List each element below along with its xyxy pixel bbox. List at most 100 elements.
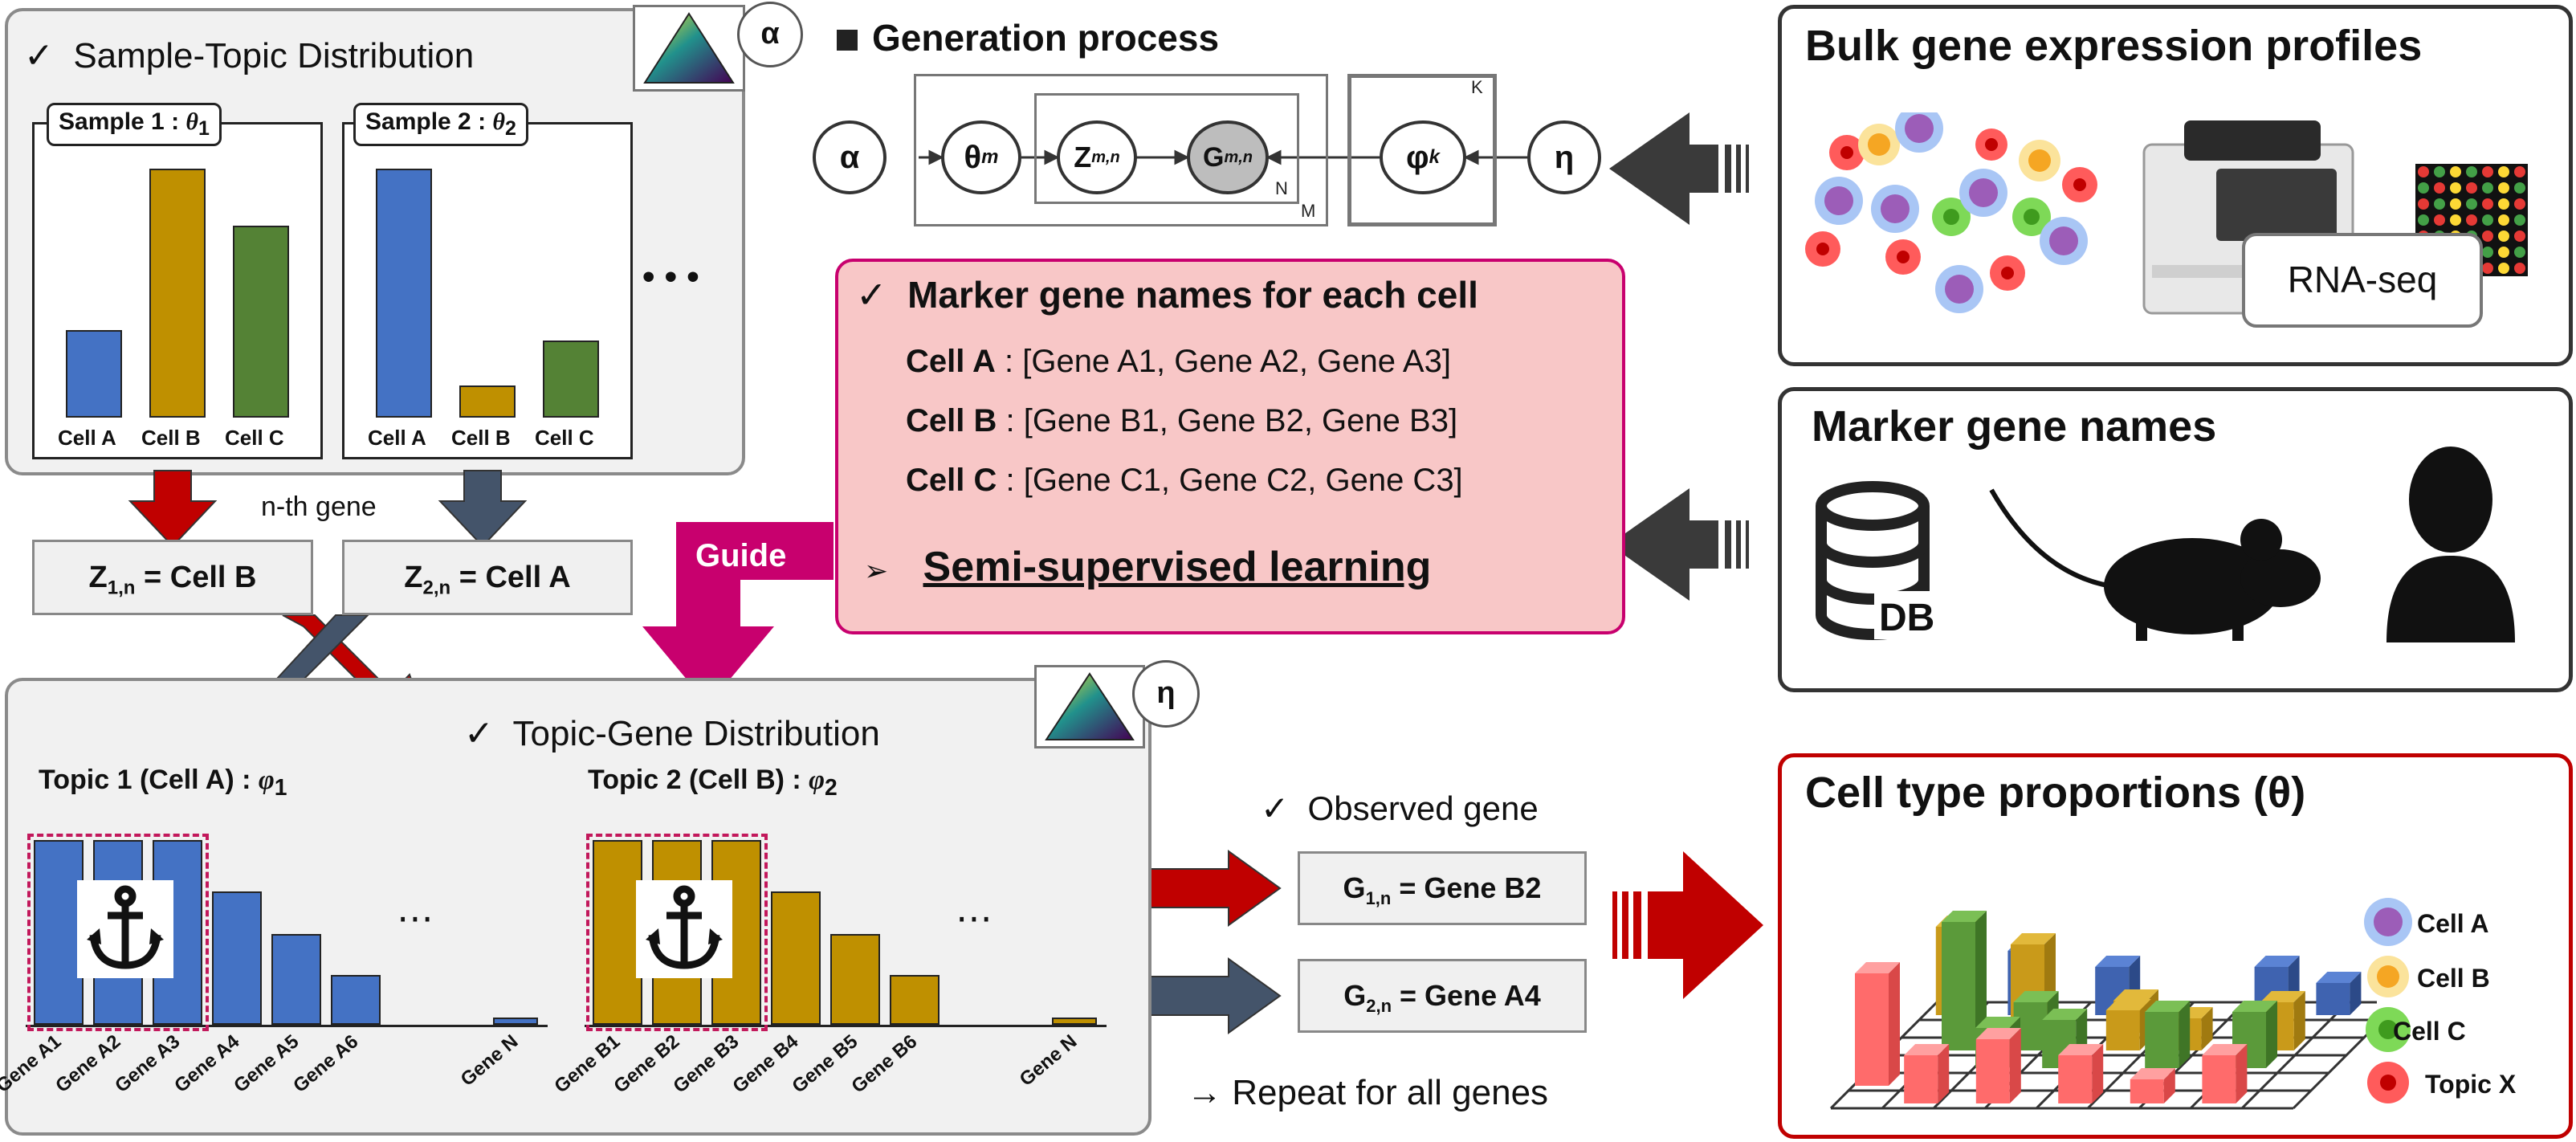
marker-gene-box xyxy=(835,259,1625,634)
sample-1-category-label: Cell C xyxy=(225,426,284,450)
legend-cell-a: Cell A xyxy=(2417,909,2489,938)
db-label: DB xyxy=(1879,597,1935,639)
proportion-bar xyxy=(1975,1028,2021,1103)
topic-gene-title: ✓ Topic-Gene Distribution xyxy=(464,714,880,753)
legend-cell-c-icon xyxy=(2366,1007,2411,1052)
proportions-title: Cell type proportions (θ) xyxy=(1805,769,2306,817)
proportion-bar xyxy=(2316,972,2362,1015)
plate-k-label: K xyxy=(1471,77,1483,97)
z2-assignment-box: Z2,n = Cell A xyxy=(342,540,633,615)
z1-assignment-box: Z1,n = Cell B xyxy=(32,540,313,615)
legend-cell-a-icon xyxy=(2364,898,2412,946)
plate-m-label: M xyxy=(1301,201,1316,221)
generation-edges xyxy=(919,149,1527,165)
navy-down-arrow-z2 xyxy=(438,470,528,548)
person-silhouette-icon xyxy=(2386,447,2515,642)
rnaseq-label: RNA-seq xyxy=(2242,233,2483,328)
topic-1-label: Topic 1 (Cell A) : φ1 xyxy=(39,765,287,801)
proportion-bar xyxy=(1855,962,1900,1086)
topic-1-bar-gene-a6 xyxy=(331,975,381,1025)
topic-2-bar-gene-b5 xyxy=(830,934,880,1025)
marker-row-cell-a: Cell A : [Gene A1, Gene A2, Gene A3] xyxy=(906,344,1451,379)
sequencer-icon xyxy=(2142,120,2354,315)
topic-2-anchor-highlight xyxy=(586,834,768,1031)
marker-names-title: Marker gene names xyxy=(1812,402,2217,451)
g1-observed-box: G1,n = Gene B2 xyxy=(1298,851,1587,925)
proportion-bar xyxy=(2145,1001,2191,1068)
legend-icons xyxy=(2364,898,2412,1103)
proportion-bar xyxy=(2058,1044,2104,1103)
anchor-icon xyxy=(77,880,173,978)
proportion-bar xyxy=(1942,911,1987,1050)
alpha-prior-circle: α xyxy=(737,2,803,67)
topic-1-anchor-highlight xyxy=(27,834,209,1031)
topic-2-label: Topic 2 (Cell B) : φ2 xyxy=(588,765,838,801)
red-down-arrow-z1 xyxy=(128,470,218,548)
red-big-right-arrow xyxy=(1612,851,1763,999)
legend-cell-b: Cell B xyxy=(2417,964,2490,993)
sample-topic-title: ✓ Sample-Topic Distribution xyxy=(24,36,475,75)
samples-ellipsis: • • • xyxy=(642,257,699,296)
semi-supervised-label: ➢ Semi-supervised learning xyxy=(864,544,1432,590)
nth-gene-label: n-th gene xyxy=(261,491,377,522)
sample-2-category-label: Cell A xyxy=(368,426,426,450)
sample-2-bar-cell-c xyxy=(543,341,599,418)
legend-cell-c: Cell C xyxy=(2393,1017,2466,1046)
topic-1-axis xyxy=(26,1025,548,1027)
gray-left-arrow-bulk xyxy=(1609,112,1749,225)
sample-1-bar-cell-c xyxy=(233,226,289,418)
bulk-title: Bulk gene expression profiles xyxy=(1805,22,2423,70)
plate-m xyxy=(914,74,1328,226)
marker-row-cell-c: Cell C : [Gene C1, Gene C2, Gene C3] xyxy=(906,463,1463,498)
sample-1-category-label: Cell B xyxy=(141,426,201,450)
sample-2-category-label: Cell B xyxy=(451,426,511,450)
mouse-icon xyxy=(1989,488,2321,641)
topic-2-ellipsis: ⋯ xyxy=(956,897,992,939)
eta-prior-circle: η xyxy=(1132,660,1200,728)
plate-k xyxy=(1347,74,1497,226)
sample-1-category-label: Cell A xyxy=(58,426,116,450)
plate-n xyxy=(1034,93,1299,204)
proportion-bar xyxy=(2232,1001,2277,1068)
sample-1-bar-cell-b xyxy=(149,169,206,418)
topic-2-bar-gene-b6 xyxy=(890,975,940,1025)
proportion-bar xyxy=(1904,1044,1950,1103)
generation-title: Generation process xyxy=(837,16,1219,59)
topic-1-bar-gene-n xyxy=(493,1018,538,1025)
sample-2-label: Sample 2 : θ2 xyxy=(353,103,528,146)
node-alpha: α xyxy=(813,120,887,194)
sample-1-label: Sample 1 : θ1 xyxy=(47,103,222,146)
sample-1-bar-cell-a xyxy=(66,330,122,418)
marker-box-title: ✓ Marker gene names for each cell xyxy=(856,274,1478,316)
marker-row-cell-b: Cell B : [Gene B1, Gene B2, Gene B3] xyxy=(906,403,1458,438)
repeat-label: → Repeat for all genes xyxy=(1187,1073,1549,1112)
observed-gene-title: ✓ Observed gene xyxy=(1261,789,1539,827)
proportions-3d-bar-chart xyxy=(1829,911,2377,1110)
anchor-icon xyxy=(636,880,732,978)
guide-arrow xyxy=(642,522,834,705)
legend-cell-b-icon xyxy=(2367,956,2409,997)
legend-topic-x-icon xyxy=(2367,1062,2409,1103)
topic-1-ellipsis: ⋯ xyxy=(397,897,434,939)
sample-2-category-label: Cell C xyxy=(535,426,594,450)
legend-topic-x: Topic X xyxy=(2425,1070,2517,1099)
topic-2-bar-gene-b4 xyxy=(771,891,821,1025)
database-icon xyxy=(1816,481,1938,640)
cell-cluster-illustration xyxy=(1805,112,2097,313)
node-eta: η xyxy=(1527,120,1601,194)
sample-2-bar-cell-b xyxy=(459,385,516,418)
topic-1-bar-gene-a5 xyxy=(271,934,321,1025)
dirichlet-eta-simplex-icon xyxy=(1034,665,1145,748)
topic-2-bar-gene-n xyxy=(1052,1018,1097,1025)
proportion-bar xyxy=(2202,1044,2248,1103)
plate-n-label: N xyxy=(1275,178,1288,198)
topic-1-bar-gene-a4 xyxy=(212,891,262,1025)
g2-observed-box: G2,n = Gene A4 xyxy=(1298,959,1587,1033)
proportion-bar xyxy=(2130,1068,2175,1103)
topic-2-axis xyxy=(585,1025,1107,1027)
proportion-bar xyxy=(2105,999,2151,1050)
